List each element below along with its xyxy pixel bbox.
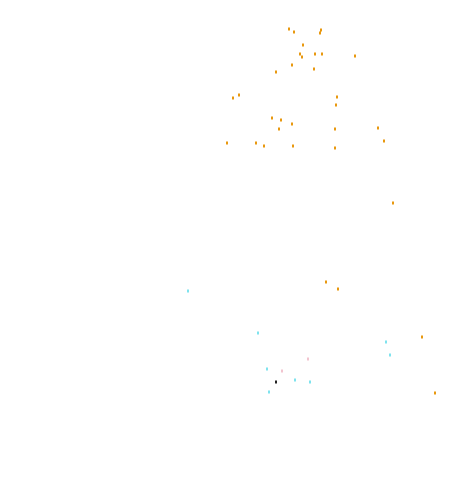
scatter-point-s1-1: [257, 331, 259, 335]
scatter-point-s0-15: [336, 95, 338, 99]
scatter-point-s0-4: [302, 43, 304, 47]
scatter-point-s0-2: [320, 28, 322, 32]
scatter-point-s0-21: [334, 127, 336, 131]
scatter-point-s0-9: [354, 54, 356, 58]
scatter-point-s1-3: [389, 353, 391, 357]
scatter-point-s0-31: [337, 287, 339, 291]
scatter-point-s0-28: [334, 146, 336, 150]
scatter-point-s2-1: [281, 369, 283, 373]
scatter-point-s0-18: [280, 118, 282, 122]
scatter-point-s1-0: [187, 289, 189, 293]
scatter-point-s1-2: [385, 340, 387, 344]
scatter-point-s0-13: [238, 93, 240, 97]
scatter-point-s0-26: [383, 139, 385, 143]
scatter-point-s1-7: [268, 390, 270, 394]
scatter-point-s0-19: [291, 122, 293, 126]
scatter-point-s1-5: [294, 378, 296, 382]
scatter-point-s0-24: [263, 144, 265, 148]
scatter-point-s0-23: [255, 141, 257, 145]
scatter-point-s0-30: [325, 280, 327, 284]
scatter-point-s2-0: [307, 357, 309, 361]
scatter-point-s0-12: [275, 70, 277, 74]
scatter-point-s0-6: [301, 55, 303, 59]
scatter-point-s0-5: [299, 52, 301, 56]
scatter-point-s0-8: [321, 52, 323, 56]
scatter-point-s0-1: [293, 30, 295, 34]
scatter-point-s0-25: [292, 144, 294, 148]
scatter-point-s0-0: [288, 27, 290, 31]
scatter-point-s3-0: [275, 380, 277, 384]
scatter-point-s0-16: [335, 103, 337, 107]
scatter-point-s0-27: [226, 141, 228, 145]
scatter-point-s0-33: [434, 391, 436, 395]
scatter-point-s0-3: [319, 31, 321, 35]
scatter-point-s0-20: [278, 127, 280, 131]
scatter-points: [187, 27, 436, 395]
scatter-point-s0-22: [377, 126, 379, 130]
scatter-point-s0-14: [232, 96, 234, 100]
scatter-point-s0-7: [314, 52, 316, 56]
scatter-point-s0-29: [392, 201, 394, 205]
scatter-point-s0-17: [271, 116, 273, 120]
scatter-point-s0-11: [313, 67, 315, 71]
scatter-point-s1-4: [266, 367, 268, 371]
scatter-point-s0-10: [291, 63, 293, 67]
scatter-point-s0-32: [421, 335, 423, 339]
scatter-point-s1-6: [309, 380, 311, 384]
